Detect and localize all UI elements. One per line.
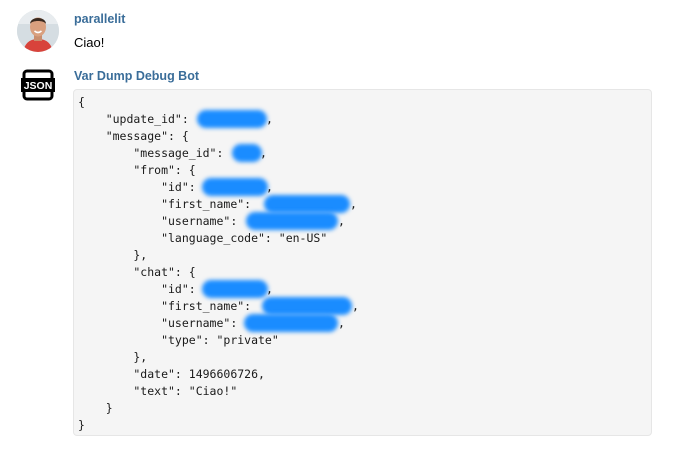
trailing-comma: , [266, 112, 273, 126]
message-text: Ciao! [74, 35, 105, 50]
author-name[interactable]: Var Dump Debug Bot [74, 69, 200, 83]
redacted-from-first-name [264, 195, 350, 213]
trailing-comma: , [352, 299, 359, 313]
redacted-chat-first-name [262, 297, 352, 315]
code-line: }, [78, 248, 148, 262]
code-block: { "update_id": "message": { "message_id"… [73, 89, 652, 436]
code-line: "id": [78, 282, 196, 296]
trailing-comma: , [350, 197, 357, 211]
code-line: "text": "Ciao!" [78, 384, 238, 398]
code-line: "id": [78, 180, 196, 194]
code-line: "chat": { [78, 265, 196, 279]
code-line: "username": [78, 214, 238, 228]
trailing-comma: , [338, 214, 345, 228]
user-avatar[interactable] [17, 10, 59, 52]
json-icon[interactable]: JSON [21, 68, 55, 102]
code-line: "message": { [78, 129, 189, 143]
json-icon-label: JSON [24, 80, 53, 92]
code-line: } [78, 401, 113, 415]
trailing-comma: , [260, 146, 267, 160]
code-line: "from": { [78, 163, 196, 177]
redacted-from-id [202, 178, 268, 196]
redacted-from-username [246, 212, 338, 230]
code-line: "language_code": "en-US" [78, 231, 328, 245]
redacted-chat-id [202, 280, 268, 298]
redacted-update-id [197, 110, 267, 128]
redacted-message-id [232, 144, 262, 162]
code-line: } [78, 418, 85, 432]
code-line: "first_name": [78, 299, 252, 313]
code-line: "date": 1496606726, [78, 367, 265, 381]
code-line: "message_id": [78, 146, 224, 160]
code-line: { [78, 95, 85, 109]
redacted-chat-username [244, 314, 338, 332]
message-parallelit: parallelit Ciao! [0, 10, 679, 60]
user-photo-avatar [17, 10, 59, 52]
author-name[interactable]: parallelit [74, 12, 126, 26]
code-line: }, [78, 350, 148, 364]
trailing-comma: , [266, 282, 273, 296]
trailing-comma: , [266, 180, 273, 194]
code-line: "first_name": [78, 197, 252, 211]
code-line: "update_id": [78, 112, 189, 126]
code-line: "username": [78, 316, 238, 330]
message-var-dump-bot: JSON Var Dump Debug Bot [0, 66, 679, 446]
trailing-comma: , [338, 316, 345, 330]
code-line: "type": "private" [78, 333, 279, 347]
